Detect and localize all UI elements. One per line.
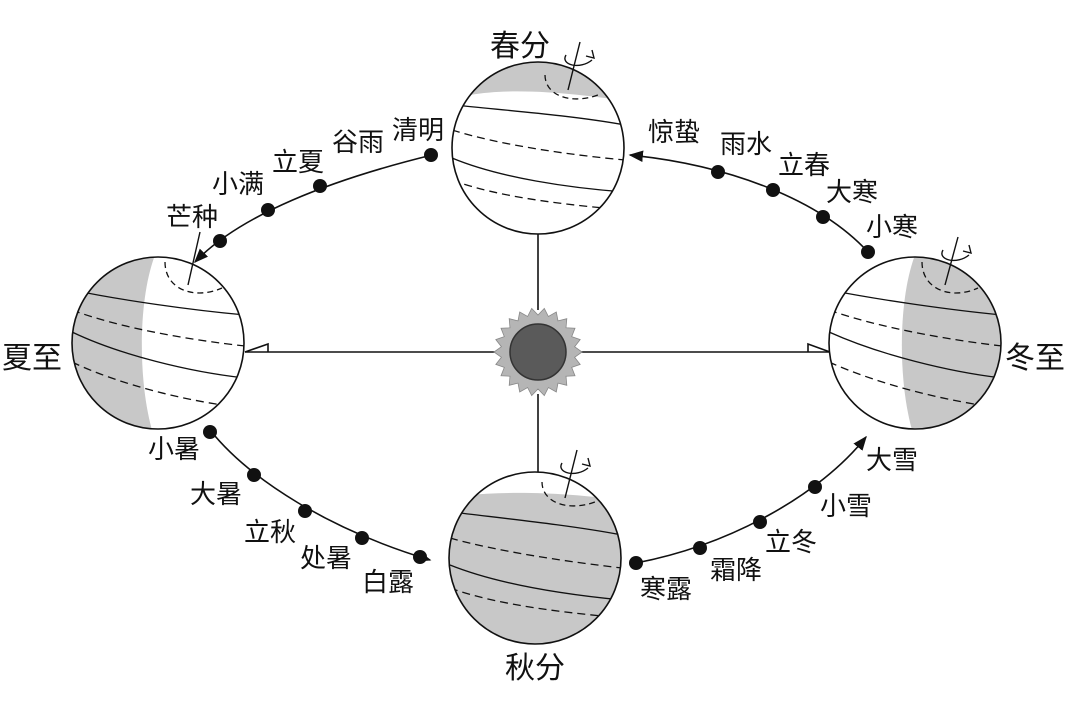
label-spring-equinox: 春分: [490, 29, 550, 64]
label-xiaoman: 小满: [212, 170, 265, 200]
label-mangzhong: 芒种: [166, 203, 219, 233]
earth-spring-equinox: [451, 41, 625, 235]
label-daxue: 大雪: [866, 446, 919, 476]
label-autumn-equinox: 秋分: [505, 651, 565, 686]
earth-summer-solstice: [71, 231, 245, 430]
solar-term-dots: [203, 148, 875, 570]
label-guyu: 谷雨: [332, 128, 385, 158]
label-xiaohan: 小寒: [866, 213, 919, 243]
arc-summer-autumn: [209, 429, 432, 562]
label-bailu: 白露: [362, 568, 415, 598]
label-qingming: 清明: [392, 116, 445, 146]
label-summer-solstice: 夏至: [2, 341, 62, 376]
label-lidong: 立冬: [765, 528, 818, 558]
label-lichun: 立春: [778, 151, 831, 181]
sun: [493, 307, 583, 397]
label-dashu: 大暑: [190, 480, 243, 510]
label-lixia: 立夏: [272, 148, 325, 178]
label-hanlu: 寒露: [640, 575, 693, 605]
label-shuangjiang: 霜降: [710, 556, 763, 586]
earth-autumn-equinox: [448, 449, 622, 645]
label-xiaoshu: 小暑: [148, 435, 201, 465]
label-chushu: 处暑: [300, 544, 353, 574]
earth-winter-solstice: [828, 236, 1002, 430]
arc-autumn-winter: [635, 435, 867, 564]
label-xiaoxue: 小雪: [820, 492, 873, 522]
label-jingzhe: 惊蛰: [648, 118, 701, 148]
label-yushui: 雨水: [720, 130, 773, 160]
label-dahan: 大寒: [826, 178, 879, 208]
label-winter-solstice: 冬至: [1005, 341, 1065, 376]
label-liqiu: 立秋: [244, 518, 297, 548]
